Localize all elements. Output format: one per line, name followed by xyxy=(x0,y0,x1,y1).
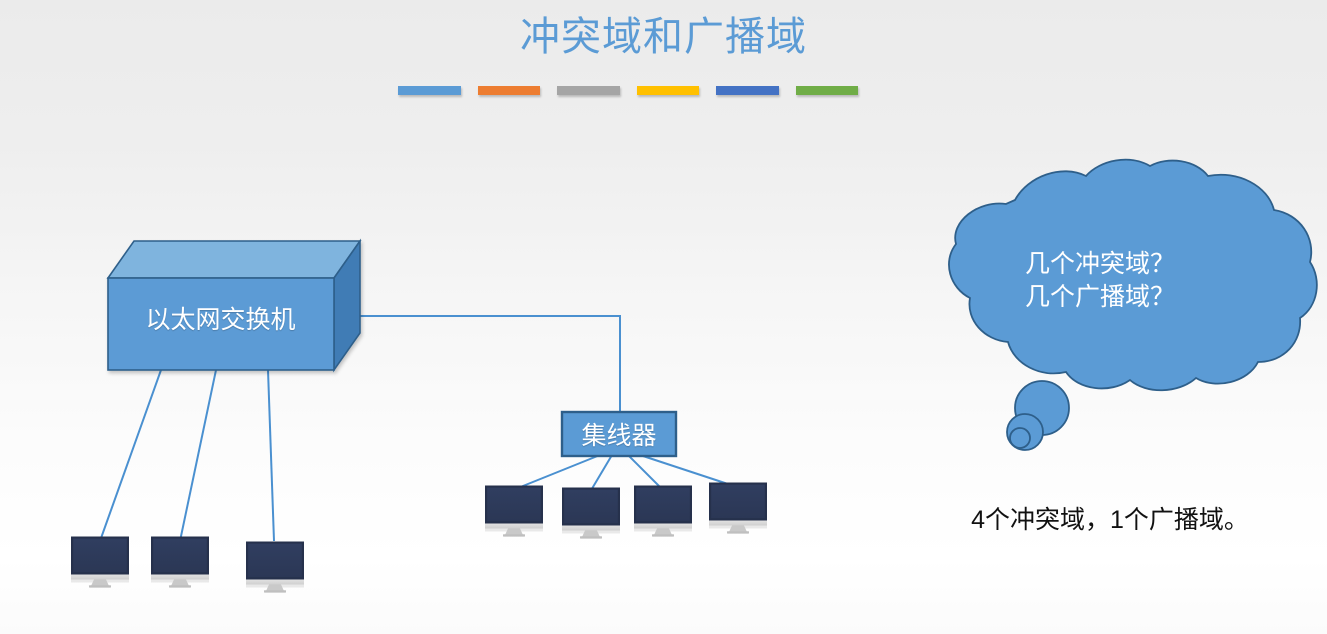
switch-top-face xyxy=(106,240,362,279)
switch-computers xyxy=(71,536,304,593)
link-switch-hub xyxy=(358,315,621,412)
switch-front-face xyxy=(107,277,335,371)
answer-text: 4个冲突域，1个广播域。 xyxy=(971,506,1249,534)
accent-bar-green xyxy=(795,86,858,95)
link-hub-pc3 xyxy=(627,454,664,491)
cloud-question-line2: 几个广播域？ xyxy=(1024,284,1175,311)
accent-bar-blue xyxy=(398,86,461,95)
link-switch-pc2 xyxy=(179,369,217,542)
link-switch-pc3 xyxy=(267,369,275,542)
cloud-body xyxy=(948,158,1318,392)
link-hub-pc2 xyxy=(589,454,613,493)
computer-switch-3[interactable] xyxy=(246,541,304,593)
cloud-question: 几个冲突域？ 几个广播域？ xyxy=(960,248,1240,314)
hub-client-links xyxy=(512,454,738,493)
hub-computers xyxy=(485,482,767,539)
computer-hub-3[interactable] xyxy=(634,485,692,537)
hub-box[interactable] xyxy=(560,410,678,458)
computer-switch-2[interactable] xyxy=(151,536,209,588)
switch-client-links xyxy=(99,369,275,542)
title-accent-bars xyxy=(398,86,858,96)
computer-hub-2[interactable] xyxy=(562,487,620,539)
computer-switch-1[interactable] xyxy=(71,536,129,588)
hub-label: 集线器 xyxy=(581,423,657,450)
ethernet-switch[interactable] xyxy=(106,238,362,373)
accent-bar-orange xyxy=(477,86,540,95)
cloud-bubble-tiny xyxy=(1009,427,1031,449)
thought-cloud xyxy=(948,158,1318,451)
computer-hub-1[interactable] xyxy=(485,485,543,537)
page-title: 冲突域和广播域 xyxy=(520,14,807,59)
accent-bar-darkblue xyxy=(716,86,779,95)
link-hub-pc4 xyxy=(639,454,738,488)
accent-bar-gray xyxy=(557,86,620,95)
cloud-question-line1: 几个冲突域？ xyxy=(1024,251,1175,278)
link-hub-pc1 xyxy=(512,454,601,491)
link-switch-pc1 xyxy=(99,369,162,542)
computer-hub-4[interactable] xyxy=(709,482,767,534)
accent-bar-yellow xyxy=(636,86,699,95)
switch-label: 以太网交换机 xyxy=(145,307,296,334)
